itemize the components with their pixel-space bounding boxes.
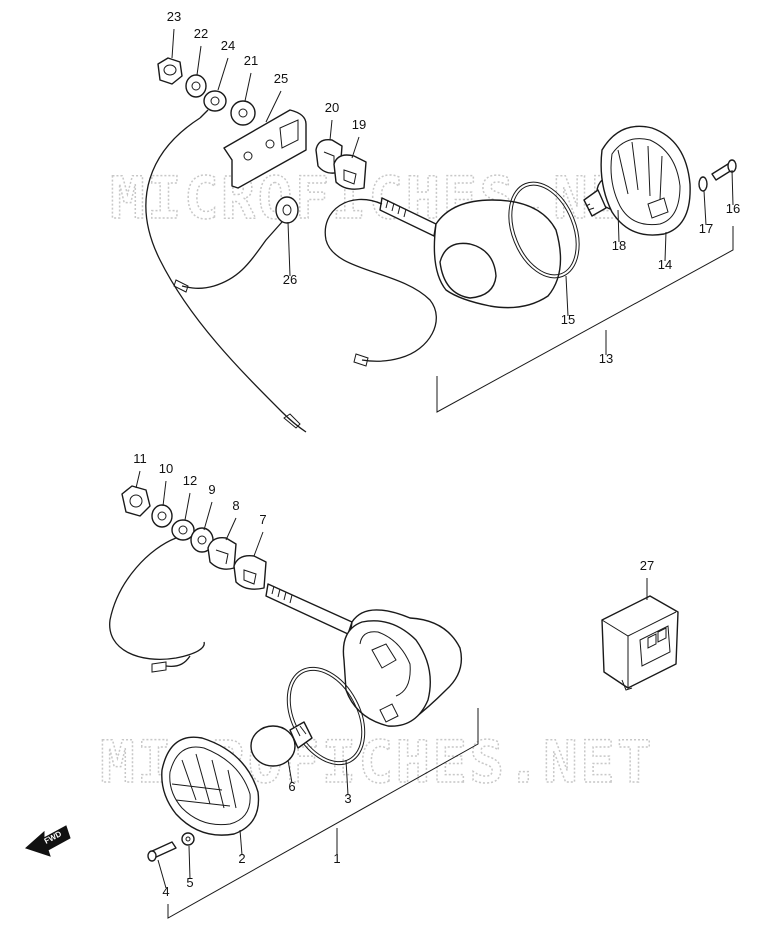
callout-5: 5 bbox=[186, 875, 193, 890]
wire-lower-terminal bbox=[109, 537, 205, 660]
callout-6: 6 bbox=[288, 779, 295, 794]
callout-10: 10 bbox=[159, 461, 173, 476]
part-5-washer bbox=[181, 832, 195, 846]
fwd-arrow-icon: FWD bbox=[25, 825, 71, 857]
callout-11: 11 bbox=[133, 451, 147, 466]
part-24-terminal bbox=[199, 90, 227, 119]
callout-22: 22 bbox=[194, 26, 208, 41]
part-11-nut bbox=[121, 485, 151, 517]
callout-13: 13 bbox=[599, 351, 613, 366]
part-19-cushion bbox=[333, 154, 367, 190]
callout-12: 12 bbox=[183, 473, 197, 488]
callout-8: 8 bbox=[232, 498, 239, 513]
wire-upper-housing bbox=[324, 198, 437, 362]
part-12-terminal bbox=[171, 519, 195, 541]
part-6-bulb bbox=[250, 721, 313, 767]
part-13-turn-signal-housing bbox=[379, 197, 562, 309]
callout-7: 7 bbox=[259, 512, 266, 527]
part-7-cushion bbox=[233, 555, 267, 590]
callout-19: 19 bbox=[352, 117, 366, 132]
wire-end-lower-terminal bbox=[151, 661, 167, 673]
part-26-ground-wire bbox=[173, 196, 299, 293]
callout-15: 15 bbox=[561, 312, 575, 327]
part-22-washer bbox=[185, 74, 207, 98]
callout-18: 18 bbox=[612, 238, 626, 253]
callout-9: 9 bbox=[208, 482, 215, 497]
wire-upper-long bbox=[145, 117, 307, 433]
callout-3: 3 bbox=[344, 791, 351, 806]
part-8-spacer bbox=[207, 537, 237, 570]
watermark-top: MICROFICHES.NET bbox=[110, 164, 664, 232]
callout-20: 20 bbox=[325, 100, 339, 115]
wire-end-upper-housing bbox=[353, 353, 369, 367]
callout-24: 24 bbox=[221, 38, 235, 53]
part-15-gasket bbox=[508, 181, 580, 279]
callout-23: 23 bbox=[167, 9, 181, 24]
leader-lines bbox=[135, 28, 734, 889]
callout-14: 14 bbox=[658, 257, 672, 272]
bracket-1 bbox=[167, 708, 479, 919]
callout-27: 27 bbox=[640, 558, 654, 573]
callouts: 23 22 24 21 25 20 19 16 17 18 14 26 15 1… bbox=[133, 9, 740, 899]
callout-16: 16 bbox=[726, 201, 740, 216]
part-21-washer bbox=[230, 100, 256, 126]
callout-1: 1 bbox=[333, 851, 340, 866]
callout-2: 2 bbox=[238, 851, 245, 866]
callout-26: 26 bbox=[283, 272, 297, 287]
callout-4: 4 bbox=[162, 884, 169, 899]
callout-17: 17 bbox=[699, 221, 713, 236]
callout-21: 21 bbox=[244, 53, 258, 68]
part-2-lens bbox=[161, 736, 260, 836]
wire-end-upper-long bbox=[283, 413, 301, 429]
part-1-turn-signal-housing bbox=[265, 583, 463, 727]
part-27-relay bbox=[601, 595, 679, 691]
wire-lower-terminal-lead bbox=[165, 655, 191, 668]
callout-25: 25 bbox=[274, 71, 288, 86]
part-17-washer bbox=[698, 176, 708, 192]
bracket-13 bbox=[436, 226, 734, 413]
part-23-nut bbox=[157, 57, 183, 85]
part-10-washer bbox=[151, 504, 173, 528]
part-4-screw bbox=[147, 841, 177, 862]
part-25-bracket bbox=[223, 109, 307, 189]
part-14-lens bbox=[600, 125, 691, 236]
